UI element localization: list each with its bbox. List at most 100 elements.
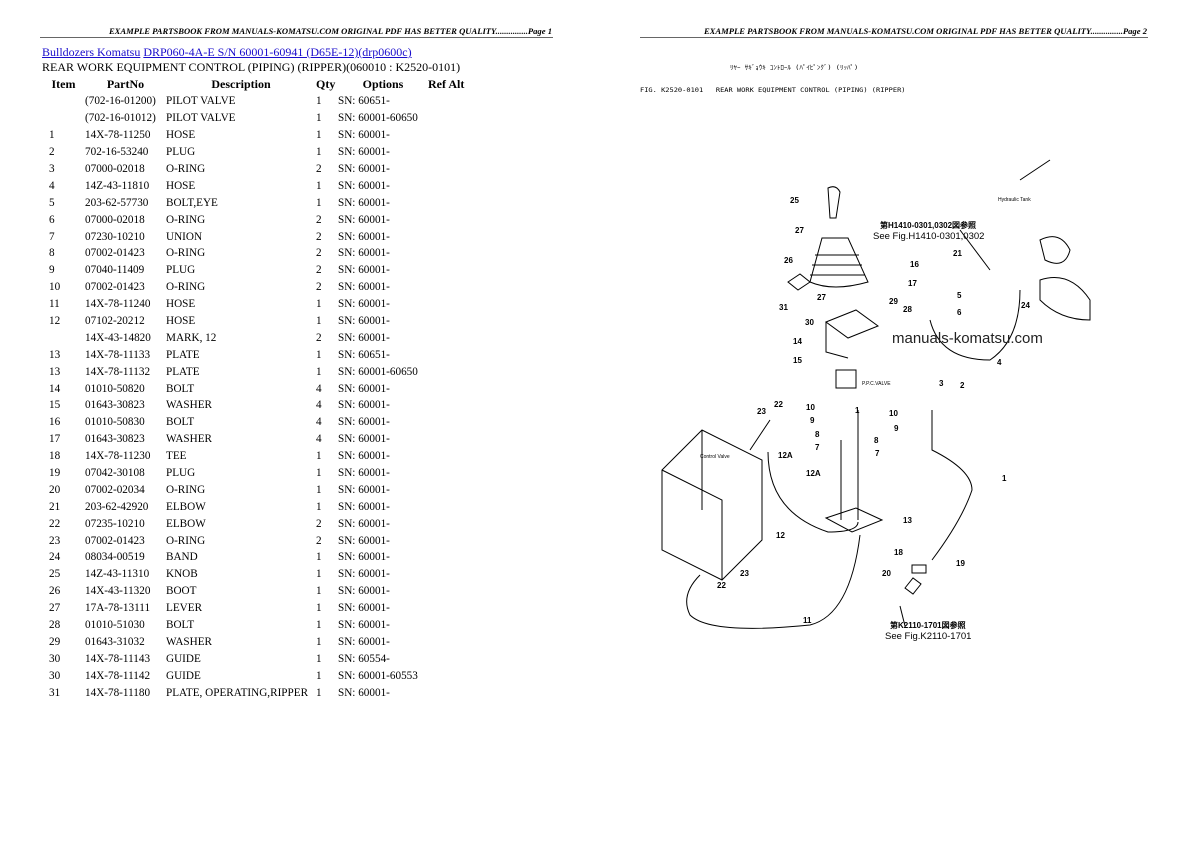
see-fig-2-japanese: 第K2110-1701図参照	[890, 620, 966, 630]
callout-label: 17	[908, 279, 917, 288]
part-number: 07235-10210	[85, 517, 145, 530]
breadcrumb-link-category[interactable]: Bulldozers Komatsu	[42, 45, 141, 59]
page2-header-rule	[640, 37, 1148, 38]
part-number: 07002-02034	[85, 483, 145, 496]
options: SN: 60001-	[338, 619, 390, 632]
item-number: 14	[49, 382, 61, 395]
callout-label: 22	[717, 581, 726, 590]
part-number: 14X-78-11133	[85, 348, 151, 361]
ppc-valve-label: P.P.C.VALVE	[862, 381, 891, 387]
breadcrumb-link-model[interactable]: DRP060-4A-E S/N 60001-60941 (D65E-12)(dr…	[143, 45, 412, 59]
callout-label: 4	[997, 358, 1002, 367]
item-number: 7	[49, 230, 55, 243]
item-number: 23	[49, 534, 61, 547]
figure-caption-english: FIG. K2520-0101 REAR WORK EQUIPMENT CONT…	[640, 86, 906, 94]
options: SN: 60001-60650	[338, 365, 418, 378]
part-number: 14X-78-11180	[85, 686, 151, 699]
description: O-RING	[166, 534, 206, 547]
item-number: 21	[49, 500, 61, 513]
part-number: 203-62-57730	[85, 196, 149, 209]
qty: 2	[316, 534, 322, 547]
callout-label: 7	[875, 449, 880, 458]
callout-label: 10	[889, 409, 898, 418]
pipe-vertical	[840, 410, 859, 520]
callout-label: 13	[903, 516, 912, 525]
part-number: 203-62-42920	[85, 500, 149, 513]
description: KNOB	[166, 568, 198, 581]
control-valve-label: Control Valve	[700, 454, 730, 460]
callout-label: 21	[953, 249, 962, 258]
qty: 1	[316, 619, 322, 632]
part-number: 08034-00519	[85, 551, 145, 564]
part-number: (702-16-01200)	[85, 95, 156, 108]
qty: 4	[316, 416, 322, 429]
part-number: 07002-01423	[85, 247, 145, 260]
options: SN: 60001-	[338, 517, 390, 530]
description: WASHER	[166, 433, 212, 446]
description: UNION	[166, 230, 203, 243]
description: PLUG	[166, 467, 196, 480]
callout-label: 27	[817, 293, 826, 302]
callout-label: 19	[956, 559, 965, 568]
part-number: 01010-51030	[85, 619, 145, 632]
callout-label: 10	[806, 403, 815, 412]
see-fig-1-japanese: 第H1410-0301,0302図参照	[880, 220, 976, 230]
diagram-drawing	[661, 159, 1091, 629]
description: PLUG	[166, 146, 196, 159]
hydraulic-tank-label: Hydraulic Tank	[998, 197, 1031, 203]
options: SN: 60001-	[338, 602, 390, 615]
part-number: 07002-01423	[85, 534, 145, 547]
options: SN: 60001-60553	[338, 669, 418, 682]
item-number: 16	[49, 416, 61, 429]
item-number: 11	[49, 298, 60, 311]
part-number: (702-16-01012)	[85, 112, 156, 125]
options: SN: 60001-	[338, 196, 390, 209]
callout-label: 28	[903, 305, 912, 314]
options: SN: 60001-	[338, 331, 390, 344]
col-partno: PartNo	[106, 76, 145, 91]
options: SN: 60001-	[338, 686, 390, 699]
item-number: 6	[49, 213, 55, 226]
description: PLATE	[166, 365, 200, 378]
callout-label: 16	[910, 260, 919, 269]
hydraulic-tank-outline	[1019, 159, 1091, 321]
options: SN: 60651-	[338, 95, 390, 108]
description: BOLT	[166, 382, 195, 395]
hose-1	[931, 410, 973, 561]
description: ELBOW	[166, 500, 206, 513]
description: BOOT	[166, 585, 197, 598]
tee-18	[904, 564, 927, 595]
options: SN: 60001-	[338, 163, 390, 175]
callout-label: 15	[793, 356, 802, 365]
callout-label: 12	[776, 531, 785, 540]
item-number: 19	[49, 467, 61, 480]
description: WASHER	[166, 399, 212, 412]
description: O-RING	[166, 483, 206, 496]
callout-label: 30	[805, 318, 814, 327]
qty: 1	[316, 298, 322, 311]
callout-label: 2	[960, 381, 965, 390]
watermark: manuals-komatsu.com	[892, 330, 1043, 347]
leader-lines	[749, 229, 991, 627]
qty: 1	[316, 348, 322, 361]
callout-label: 23	[740, 569, 749, 578]
options: SN: 60001-	[338, 281, 390, 294]
item-number: 30	[49, 669, 61, 682]
part-number: 14X-78-11230	[85, 450, 151, 463]
description: HOSE	[166, 298, 196, 311]
description: HOSE	[166, 315, 196, 328]
options: SN: 60001-	[338, 635, 390, 648]
qty: 1	[316, 483, 322, 496]
qty: 2	[316, 213, 322, 226]
